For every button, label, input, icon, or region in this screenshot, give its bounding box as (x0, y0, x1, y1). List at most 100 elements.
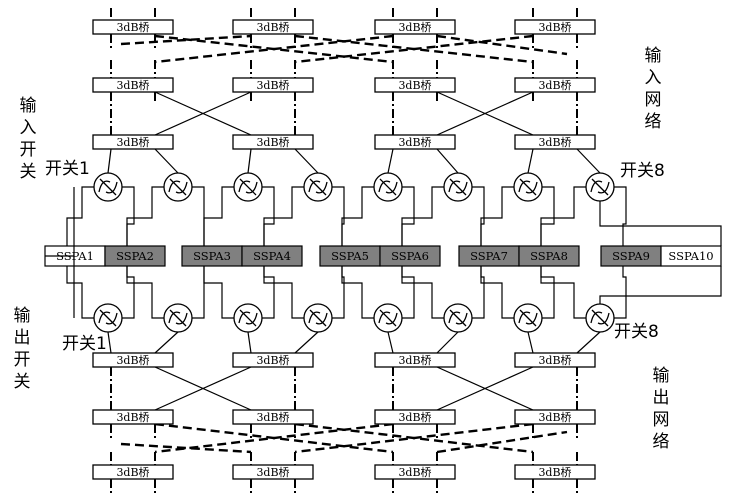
bridge-text: 3dB桥 (116, 411, 149, 424)
input-bridge-1-1: 3dB桥 (92, 19, 174, 35)
bridge-box (232, 77, 314, 93)
switch-arm (239, 178, 257, 196)
bridge-box (92, 19, 174, 35)
output-dashed-crossover (436, 430, 568, 454)
switch-arm (239, 309, 257, 327)
switch-to-bridge-line (154, 331, 179, 354)
switch-arm (591, 309, 609, 327)
bridge-to-switch-line (247, 148, 252, 174)
input-dashed-crossover (120, 34, 252, 46)
sspa-label: SSPA2 (116, 249, 154, 263)
input-switch-7 (513, 172, 543, 202)
input-switch-label: 输入开关 (19, 96, 37, 182)
input-bridge-2-1: 3dB桥 (92, 77, 174, 93)
output-switch-label: 输出开关 (13, 306, 31, 392)
bridge-to-switch-line (154, 148, 179, 174)
bridge-to-switch-line (387, 148, 394, 174)
input-bridge-3-2: 3dB桥 (232, 134, 314, 150)
input-switch-to-sspa-line (614, 186, 627, 246)
sspa-label: SSPA10 (668, 249, 713, 263)
input-bridge-2-3: 3dB桥 (374, 77, 456, 93)
input-bridge-3-3: 3dB桥 (374, 134, 456, 150)
sspa-1: SSPA1 (44, 245, 106, 267)
output-bridge-1-4: 3dB桥 (514, 352, 596, 368)
sspa-box (660, 245, 722, 267)
output-switch-to-sspa-line (401, 266, 444, 319)
input-bridge-1-2: 3dB桥 (232, 19, 314, 35)
output-switch-to-sspa-line (472, 266, 485, 319)
switch-arm (519, 309, 537, 327)
sspa-2: SSPA2 (104, 245, 166, 267)
output-dashed-crossover (294, 422, 534, 454)
output-switch-2 (163, 303, 193, 333)
bridge-box (514, 409, 596, 425)
input-switch-to-sspa-line (540, 186, 586, 246)
output-bridge-1-3: 3dB桥 (374, 352, 456, 368)
bridge-box (514, 77, 596, 93)
output-bridge-3-2: 3dB桥 (232, 464, 314, 480)
input-switch-to-sspa-line (480, 186, 514, 246)
output-switch-to-sspa-line (614, 266, 627, 319)
output-switch-8-label: 开关8 (614, 322, 659, 342)
bridge-box (92, 77, 174, 93)
output-switch-8 (585, 303, 615, 333)
sspa-label: SSPA1 (56, 249, 94, 263)
output-solid-crossover (436, 366, 534, 411)
sspa-4: SSPA4 (241, 245, 303, 267)
bridge-text: 3dB桥 (256, 136, 289, 149)
output-switch-to-sspa-line (126, 266, 164, 319)
input-dashed-crossover (436, 34, 568, 56)
bridge-text: 3dB桥 (538, 354, 571, 367)
edge-route-line (599, 201, 722, 246)
bridge-text: 3dB桥 (398, 79, 431, 92)
bridge-to-switch-line (527, 148, 534, 174)
output-bridge-1-1: 3dB桥 (92, 352, 174, 368)
bridge-box (232, 352, 314, 368)
bridge-box (514, 464, 596, 480)
switch-arm (169, 309, 187, 327)
input-switch-1-label: 开关1 (45, 159, 90, 179)
sspa-label: SSPA3 (193, 249, 231, 263)
input-switch-to-sspa-line (341, 186, 374, 246)
switch-to-bridge-line (527, 331, 534, 354)
switch-arm (591, 178, 609, 196)
input-switch-to-sspa-line (263, 186, 304, 246)
sspa-label: SSPA8 (530, 249, 568, 263)
bridge-to-switch-line (576, 148, 601, 174)
bridge-text: 3dB桥 (538, 136, 571, 149)
input-bridge-2-2: 3dB桥 (232, 77, 314, 93)
switch-to-bridge-line (107, 331, 112, 354)
sspa-label: SSPA6 (391, 249, 429, 263)
bridge-text: 3dB桥 (538, 411, 571, 424)
switch-arm (519, 178, 537, 196)
switch-arm (379, 178, 397, 196)
bridge-text: 3dB桥 (538, 79, 571, 92)
bridge-box (374, 77, 456, 93)
sspa-8: SSPA8 (518, 245, 580, 267)
output-bridge-3-3: 3dB桥 (374, 464, 456, 480)
input-switch-2 (163, 172, 193, 202)
switch-to-bridge-line (576, 331, 601, 354)
input-bridge-3-1: 3dB桥 (92, 134, 174, 150)
sspa-box (379, 245, 441, 267)
input-network-label: 输入网络 (644, 46, 662, 132)
sspa-5: SSPA5 (319, 245, 381, 267)
output-bridge-2-3: 3dB桥 (374, 409, 456, 425)
input-switch-to-sspa-line (401, 186, 415, 246)
bridge-box (232, 464, 314, 480)
bridge-box (514, 19, 596, 35)
bridge-text: 3dB桥 (256, 21, 289, 34)
sspa-label: SSPA9 (612, 249, 650, 263)
bridge-text: 3dB桥 (256, 466, 289, 479)
output-switch-to-sspa-line (263, 266, 304, 319)
input-switch-to-sspa-line (122, 186, 135, 246)
switch-to-bridge-line (247, 331, 252, 354)
sspa-9: SSPA9 (600, 245, 662, 267)
output-solid-crossover (154, 366, 252, 411)
switch-to-bridge-line (294, 331, 319, 354)
sspa-box (518, 245, 580, 267)
bridge-text: 3dB桥 (116, 21, 149, 34)
output-switch-6 (443, 303, 473, 333)
bridge-to-switch-line (436, 148, 459, 174)
